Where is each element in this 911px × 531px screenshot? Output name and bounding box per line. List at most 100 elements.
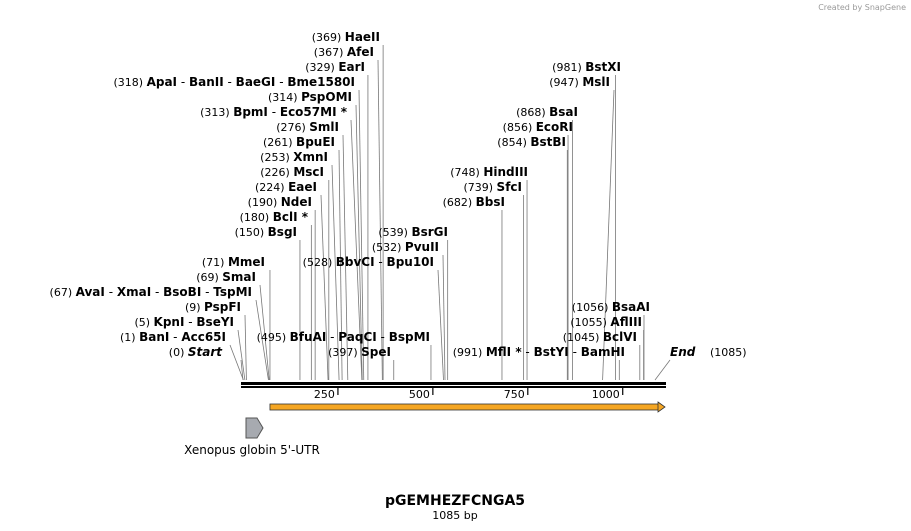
site-label[interactable]: (150) BsgI — [235, 225, 297, 239]
enzyme-name: MmeI — [228, 255, 265, 269]
svg-text:(1) BanI - Acc65I: (1) BanI - Acc65I — [120, 330, 226, 344]
site-label[interactable]: (369) HaeII — [312, 30, 380, 44]
site-label[interactable]: (1) BanI - Acc65I — [120, 330, 226, 344]
site-label[interactable]: (532) PvuII — [372, 240, 439, 254]
enzyme-name: AvaI — [76, 285, 105, 299]
enzyme-name: BstBI — [530, 135, 566, 149]
enzyme-name: PspFI — [204, 300, 241, 314]
site-label[interactable]: (856) EcoRI — [503, 120, 573, 134]
site-position: (67) — [50, 286, 76, 299]
site-label[interactable]: (314) PspOMI — [268, 90, 352, 104]
site-position: (313) — [200, 106, 233, 119]
site-label[interactable]: (313) BpmI - Eco57MI * — [200, 105, 348, 119]
site-connector — [358, 89, 365, 381]
site-position: (1056) — [572, 301, 612, 314]
site-label[interactable]: (981) BstXI — [552, 60, 621, 74]
site-label[interactable]: (1056) BsaAI — [572, 300, 650, 314]
feature-xenopus-utr[interactable]: Xenopus globin 5'-UTR — [184, 417, 320, 457]
site-connector — [437, 269, 444, 381]
site-position: (528) — [303, 256, 336, 269]
site-label[interactable]: (190) NdeI — [248, 195, 312, 209]
site-connector — [442, 254, 446, 381]
svg-text:(180) BclI *: (180) BclI * — [240, 210, 309, 224]
end-name: End — [670, 345, 696, 359]
enzyme-name: MslI — [582, 75, 610, 89]
site-label[interactable]: (495) BfuAI - PaqCI - BspMI — [257, 330, 430, 344]
site-label[interactable]: (226) MscI — [260, 165, 324, 179]
site-label[interactable]: (682) BbsI — [443, 195, 505, 209]
site-label[interactable]: (69) SmaI — [196, 270, 256, 284]
site-label[interactable]: (1045) BclVI — [563, 330, 637, 344]
enzyme-name: SfcI — [497, 180, 522, 194]
site-label[interactable]: (71) MmeI — [202, 255, 265, 269]
site-position: (224) — [255, 181, 288, 194]
site-position: (261) — [263, 136, 296, 149]
enzyme-name: PvuII — [405, 240, 439, 254]
plasmid-name: pGEMHEZFCNGA5 — [385, 493, 525, 509]
enzyme-name: PspOMI — [301, 90, 352, 104]
site-position: (539) — [378, 226, 411, 239]
site-separator: - — [326, 330, 338, 344]
site-position: (981) — [552, 61, 585, 74]
svg-text:(314) PspOMI: (314) PspOMI — [268, 90, 352, 104]
site-separator: - — [169, 330, 181, 344]
site-label[interactable]: (367) AfeI — [314, 45, 374, 59]
site-connector — [377, 59, 383, 381]
site-label[interactable]: (180) BclI * — [240, 210, 309, 224]
site-position: (947) — [549, 76, 582, 89]
start-name: Start — [188, 345, 223, 359]
site-position: (190) — [248, 196, 281, 209]
site-label[interactable]: (991) MflI * - BstYI - BamHI — [453, 345, 625, 359]
svg-text:(369) HaeII: (369) HaeII — [312, 30, 380, 44]
svg-text:(868) BsaI: (868) BsaI — [516, 105, 578, 119]
svg-text:(528) BbvCI - Bpu10I: (528) BbvCI - Bpu10I — [303, 255, 434, 269]
svg-text:(397) SpeI: (397) SpeI — [328, 345, 391, 359]
enzyme-name: SmlI — [309, 120, 339, 134]
site-connector — [229, 344, 244, 381]
site-label[interactable]: (329) EarI — [305, 60, 365, 74]
site-label[interactable]: (947) MslI — [549, 75, 610, 89]
site-labels: (1) BanI - Acc65I(5) KpnI - BseYI(9) Psp… — [50, 30, 747, 359]
enzyme-name: BbsI — [476, 195, 505, 209]
site-label[interactable]: (868) BsaI — [516, 105, 578, 119]
site-label[interactable]: (253) XmnI — [260, 150, 328, 164]
svg-text:(495) BfuAI - PaqCI - Bsp: (495) BfuAI - PaqCI - BspMI — [257, 330, 430, 344]
svg-text:(313) BpmI - Eco57MI *: (313) BpmI - Eco57MI * — [200, 105, 348, 119]
site-label[interactable]: (1055) AflIII — [570, 315, 642, 329]
snapgene-watermark: Created by SnapGene — [818, 3, 906, 12]
site-separator: - — [522, 345, 534, 359]
site-separator: - — [201, 285, 213, 299]
site-label[interactable]: (276) SmlI — [276, 120, 339, 134]
site-label[interactable]: (748) HindIII — [450, 165, 528, 179]
site-position: (856) — [503, 121, 536, 134]
site-label[interactable]: (67) AvaI - XmaI - BsoBI - TspMI — [50, 285, 252, 299]
enzyme-name: BclVI — [603, 330, 637, 344]
site-position: (682) — [443, 196, 476, 209]
orf-arrow[interactable] — [269, 401, 666, 413]
site-label[interactable]: (261) BpuEI — [263, 135, 335, 149]
site-label[interactable]: (397) SpeI — [328, 345, 391, 359]
site-label[interactable]: (9) PspFI — [185, 300, 241, 314]
svg-text:(947) MslI: (947) MslI — [549, 75, 610, 89]
site-position: (495) — [257, 331, 290, 344]
site-label[interactable]: (854) BstBI — [497, 135, 566, 149]
site-label[interactable]: (318) ApaI - BanII - BaeGI - Bme1580I — [113, 75, 355, 89]
site-label[interactable]: (539) BsrGI — [378, 225, 448, 239]
enzyme-name: BbvCI — [336, 255, 375, 269]
enzyme-name: BaeGI — [236, 75, 276, 89]
svg-text:(532) PvuII: (532) PvuII — [372, 240, 439, 254]
site-label[interactable]: (528) BbvCI - Bpu10I — [303, 255, 434, 269]
site-separator: - — [184, 315, 196, 329]
enzyme-name: Acc65I — [181, 330, 226, 344]
site-position: (739) — [463, 181, 496, 194]
site-label[interactable]: (224) EaeI — [255, 180, 317, 194]
site-separator: - — [377, 330, 389, 344]
enzyme-name: BanII — [189, 75, 224, 89]
site-label[interactable]: (739) SfcI — [463, 180, 522, 194]
site-label[interactable]: (5) KpnI - BseYI — [134, 315, 234, 329]
start-label: (0) Start — [169, 345, 223, 359]
enzyme-name: BpuEI — [296, 135, 335, 149]
plasmid-length: 1085 bp — [432, 509, 477, 522]
enzyme-name: MflI * — [486, 345, 522, 359]
enzyme-name: AfeI — [347, 45, 374, 59]
